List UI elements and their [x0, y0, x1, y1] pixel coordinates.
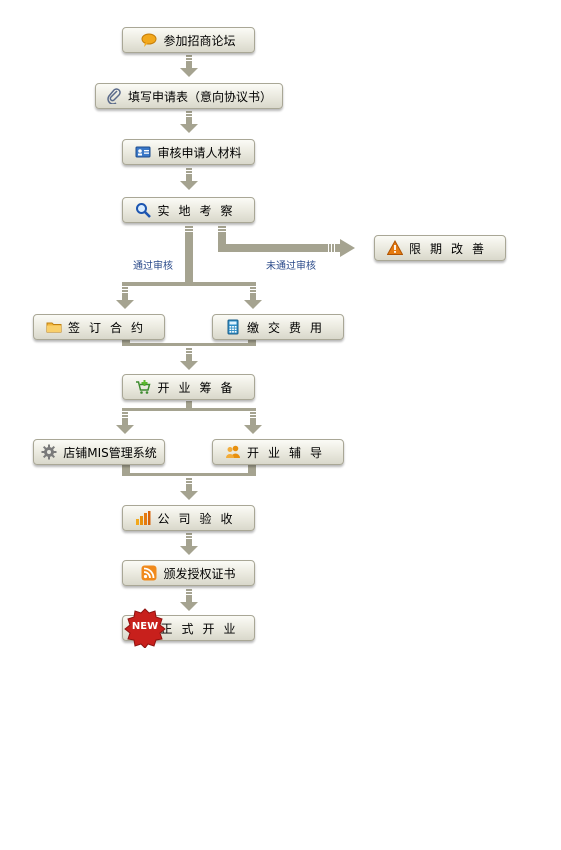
node-acceptance-label: 公司验收 — [157, 511, 242, 526]
paperclip-icon — [106, 88, 122, 104]
node-forum-label: 参加招商论坛 — [163, 33, 236, 48]
arrow-to-mis — [116, 412, 134, 434]
warning-icon — [386, 240, 403, 256]
arrow-failed-branch — [218, 226, 355, 257]
node-acceptance: 公司验收 — [122, 505, 255, 531]
node-contract-label: 签订合约 — [67, 320, 152, 335]
node-review-label: 审核申请人材料 — [157, 145, 242, 160]
node-coaching-label: 开业辅导 — [246, 445, 331, 460]
node-inspect: 实地考察 — [122, 197, 255, 223]
arrow-to-payment — [244, 287, 262, 309]
node-prepare: 开业筹备 — [122, 374, 255, 400]
new-badge-text: NEW — [131, 621, 159, 632]
node-mis: 店铺MIS管理系统 — [33, 439, 165, 465]
node-inspect-label: 实地考察 — [157, 203, 242, 218]
arrow-acceptance-certificate — [180, 533, 198, 555]
node-opening-label: 正式开业 — [160, 621, 245, 636]
speech-bubble-icon — [141, 32, 157, 48]
rss-icon — [141, 565, 157, 581]
edge-label-failed: 未通过审核 — [266, 261, 316, 272]
arrow-certificate-opening — [180, 589, 198, 611]
id-card-icon — [135, 144, 151, 160]
arrow-passed-trunk — [122, 226, 256, 286]
node-rectify-label: 限期改善 — [408, 241, 493, 256]
folder-icon — [46, 319, 62, 335]
arrow-to-acceptance — [180, 478, 198, 500]
users-icon — [225, 444, 241, 460]
shopping-cart-icon — [135, 379, 151, 395]
edge-label-passed: 通过审核 — [133, 261, 173, 272]
arrow-to-prepare — [180, 348, 198, 370]
node-review: 审核申请人材料 — [122, 139, 255, 165]
arrow-merge-acceptance — [122, 465, 256, 476]
node-coaching: 开业辅导 — [212, 439, 344, 465]
node-mis-label: 店铺MIS管理系统 — [63, 445, 157, 460]
arrow-forum-apply — [180, 55, 198, 77]
arrow-split-prepare — [122, 401, 256, 411]
node-apply-label: 填写申请表（意向协议书） — [127, 89, 272, 104]
arrow-review-inspect — [180, 168, 198, 190]
arrow-apply-review — [180, 111, 198, 133]
gear-icon — [41, 444, 57, 460]
arrow-to-contract — [116, 287, 134, 309]
node-prepare-label: 开业筹备 — [157, 380, 242, 395]
node-payment-label: 缴交费用 — [246, 320, 331, 335]
node-rectify: 限期改善 — [374, 235, 506, 261]
node-apply: 填写申请表（意向协议书） — [95, 83, 283, 109]
calculator-icon — [225, 319, 241, 335]
node-payment: 缴交费用 — [212, 314, 344, 340]
node-contract: 签订合约 — [33, 314, 165, 340]
magnifier-icon — [135, 202, 152, 218]
node-certificate: 颁发授权证书 — [122, 560, 255, 586]
node-forum: 参加招商论坛 — [122, 27, 255, 53]
new-badge-icon: NEW — [124, 608, 166, 648]
node-certificate-label: 颁发授权证书 — [163, 566, 236, 581]
arrow-merge-prepare — [122, 340, 256, 346]
arrow-to-coaching — [244, 412, 262, 434]
bar-chart-icon — [135, 510, 151, 526]
